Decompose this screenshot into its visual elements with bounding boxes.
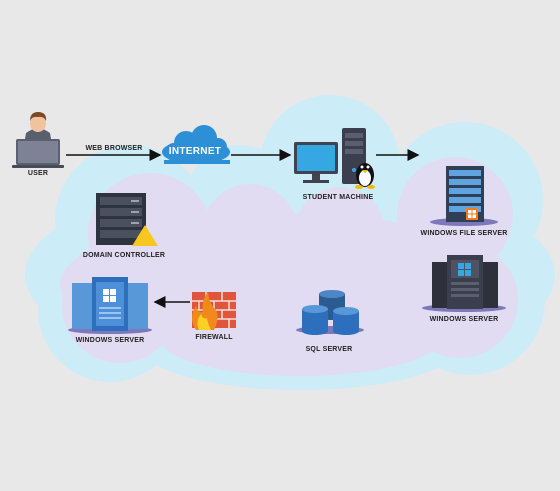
sql-server-label: SQL SERVER — [305, 346, 353, 353]
windows-file-server-icon — [430, 166, 498, 226]
linux-tux-icon — [355, 163, 375, 189]
firewall-icon — [192, 292, 236, 330]
domain-controller-label: DOMAIN CONTROLLER — [82, 252, 166, 259]
windows-server-right-icon — [422, 255, 506, 312]
student-machine-icon — [294, 128, 366, 184]
internet-cloud-icon — [162, 125, 230, 164]
domain-controller-icon — [96, 193, 158, 246]
web-browser-label: WEB BROWSER — [85, 145, 143, 152]
internet-cloud-base — [164, 160, 230, 164]
windows-server-left-label: WINDOWS SERVER — [75, 337, 145, 344]
student-machine-label: STUDENT MACHINE — [302, 194, 374, 201]
user-label: USER — [27, 170, 49, 177]
firewall-label: FIREWALL — [195, 334, 233, 341]
windows-server-left-icon — [68, 277, 152, 334]
user-icon — [12, 112, 64, 168]
windows-file-server-label: WINDOWS FILE SERVER — [420, 230, 508, 237]
sql-server-icon — [296, 290, 364, 335]
windows-server-right-label: WINDOWS SERVER — [429, 316, 499, 323]
internet-label: INTERNET — [168, 146, 222, 157]
